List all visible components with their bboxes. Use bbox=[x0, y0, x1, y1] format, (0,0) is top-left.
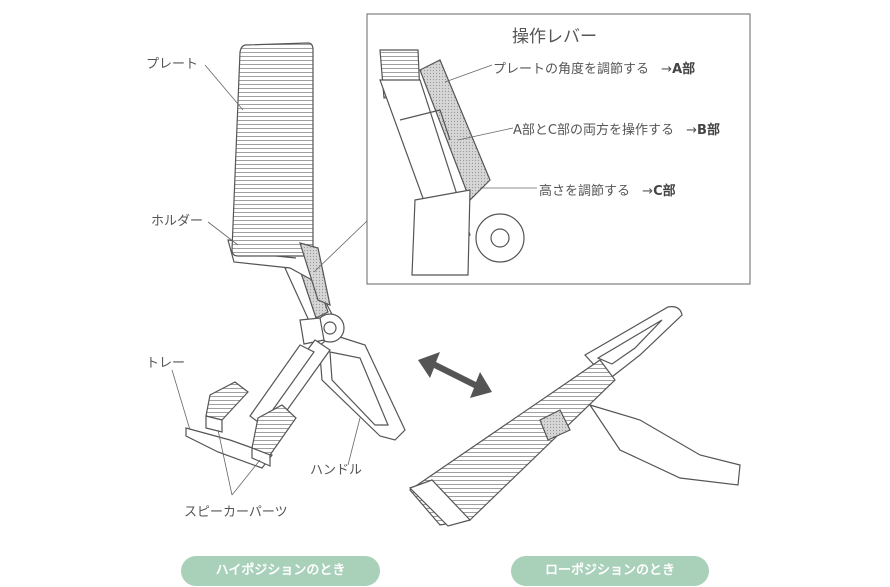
label-holder: ホルダー bbox=[151, 210, 203, 229]
callout-c-arrow: → bbox=[642, 184, 653, 199]
callout-c-text: 高さを調節する bbox=[539, 184, 630, 199]
callout-a-arrow: → bbox=[661, 62, 672, 77]
callout-c-target: C部 bbox=[653, 184, 676, 199]
callout-a: プレートの角度を調節する →A部 bbox=[493, 58, 695, 77]
callout-c: 高さを調節する →C部 bbox=[539, 180, 676, 199]
switch-arrow bbox=[418, 352, 492, 398]
detail-box bbox=[367, 14, 750, 284]
callout-b-arrow: → bbox=[686, 123, 697, 138]
callout-b-target: B部 bbox=[697, 123, 720, 138]
callout-b: A部とC部の両方を操作する →B部 bbox=[513, 119, 720, 138]
low-position-pill: ローポジションのとき bbox=[511, 556, 709, 586]
label-speaker-parts: スピーカーパーツ bbox=[184, 501, 288, 520]
high-position-pill: ハイポジションのとき bbox=[181, 556, 380, 586]
label-tray: トレー bbox=[146, 352, 185, 371]
callout-a-text: プレートの角度を調節する bbox=[493, 62, 649, 77]
callout-b-text: A部とC部の両方を操作する bbox=[513, 123, 674, 138]
label-handle: ハンドル bbox=[310, 459, 362, 478]
callout-a-target: A部 bbox=[672, 62, 695, 77]
detail-title: 操作レバー bbox=[512, 22, 597, 47]
label-plate: プレート bbox=[146, 53, 198, 72]
low-position-stand bbox=[410, 307, 740, 526]
plate bbox=[232, 43, 313, 256]
